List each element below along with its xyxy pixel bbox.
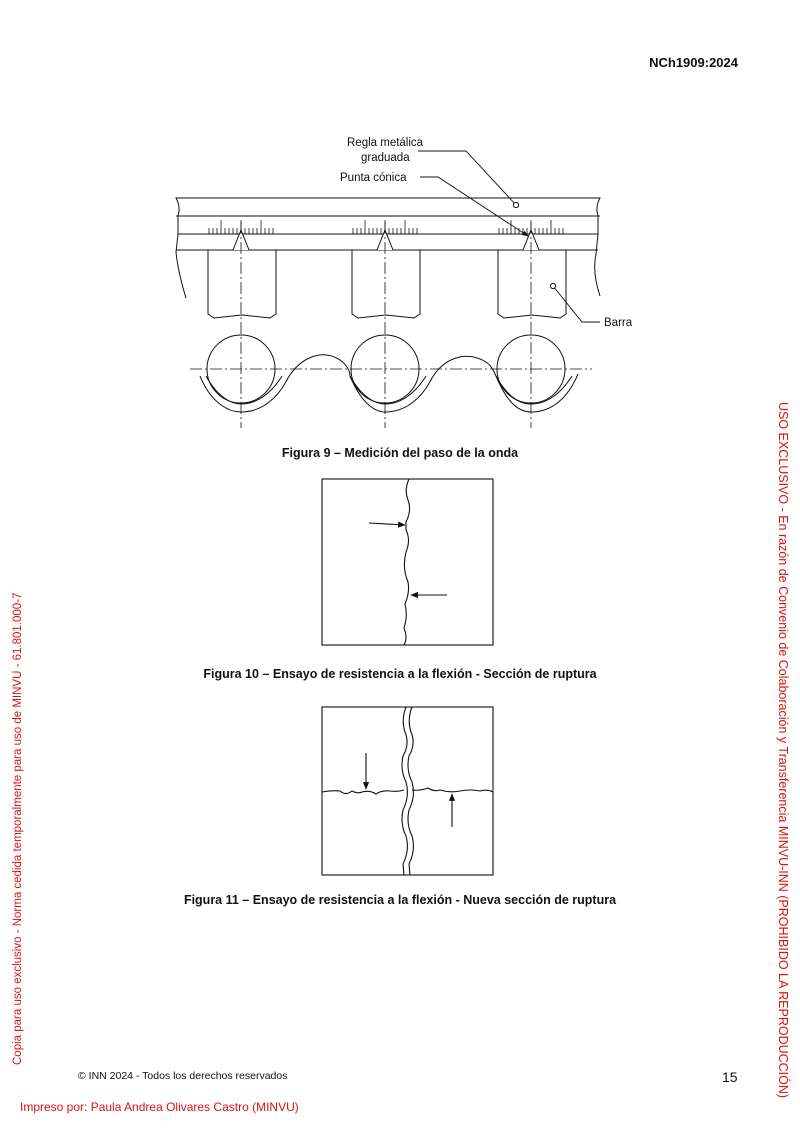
figure-10-diagram bbox=[321, 478, 494, 646]
bar-3 bbox=[497, 228, 567, 319]
document-code: NCh1909:2024 bbox=[649, 55, 738, 70]
label-cone-tip: Punta cónica bbox=[340, 172, 407, 184]
specimen-frame bbox=[321, 478, 494, 646]
bar-1 bbox=[207, 228, 277, 319]
figure-9-diagram: Regla metálica graduada Punta cónica Bar… bbox=[175, 137, 633, 428]
figure-11-diagram bbox=[321, 706, 494, 876]
old-fracture-left bbox=[401, 706, 409, 876]
fracture-line bbox=[403, 478, 411, 646]
leader-ruler bbox=[418, 150, 517, 206]
leader-cone-tip bbox=[420, 176, 529, 237]
footer-copyright: © INN 2024 - Todos los derechos reservad… bbox=[78, 1070, 288, 1082]
printed-by-notice: Impreso por: Paula Andrea Olivares Castr… bbox=[20, 1100, 299, 1114]
figure-10-caption: Figura 10 – Ensayo de resistencia a la f… bbox=[203, 667, 597, 681]
label-ruler-line2: graduada bbox=[361, 152, 410, 164]
watermark-left: Copia para uso exclusivo - Norma cedida … bbox=[12, 592, 24, 1065]
specimen-frame bbox=[321, 706, 494, 876]
arrow-left bbox=[368, 521, 406, 528]
figure-11-caption: Figura 11 – Ensayo de resistencia a la f… bbox=[183, 893, 617, 907]
watermark-right: USO EXCLUSIVO - En razón de Convenio de … bbox=[776, 402, 790, 1099]
label-bar: Barra bbox=[604, 317, 633, 329]
leader-bar bbox=[552, 285, 600, 323]
old-fracture-right bbox=[407, 706, 415, 876]
label-ruler-line1: Regla metálica bbox=[347, 137, 424, 149]
new-fracture-right bbox=[411, 787, 494, 793]
new-fracture-left bbox=[321, 789, 405, 795]
figure-9-caption: Figura 9 – Medición del paso de la onda bbox=[281, 446, 519, 460]
bar-2 bbox=[351, 228, 421, 319]
page-number: 15 bbox=[722, 1069, 738, 1085]
